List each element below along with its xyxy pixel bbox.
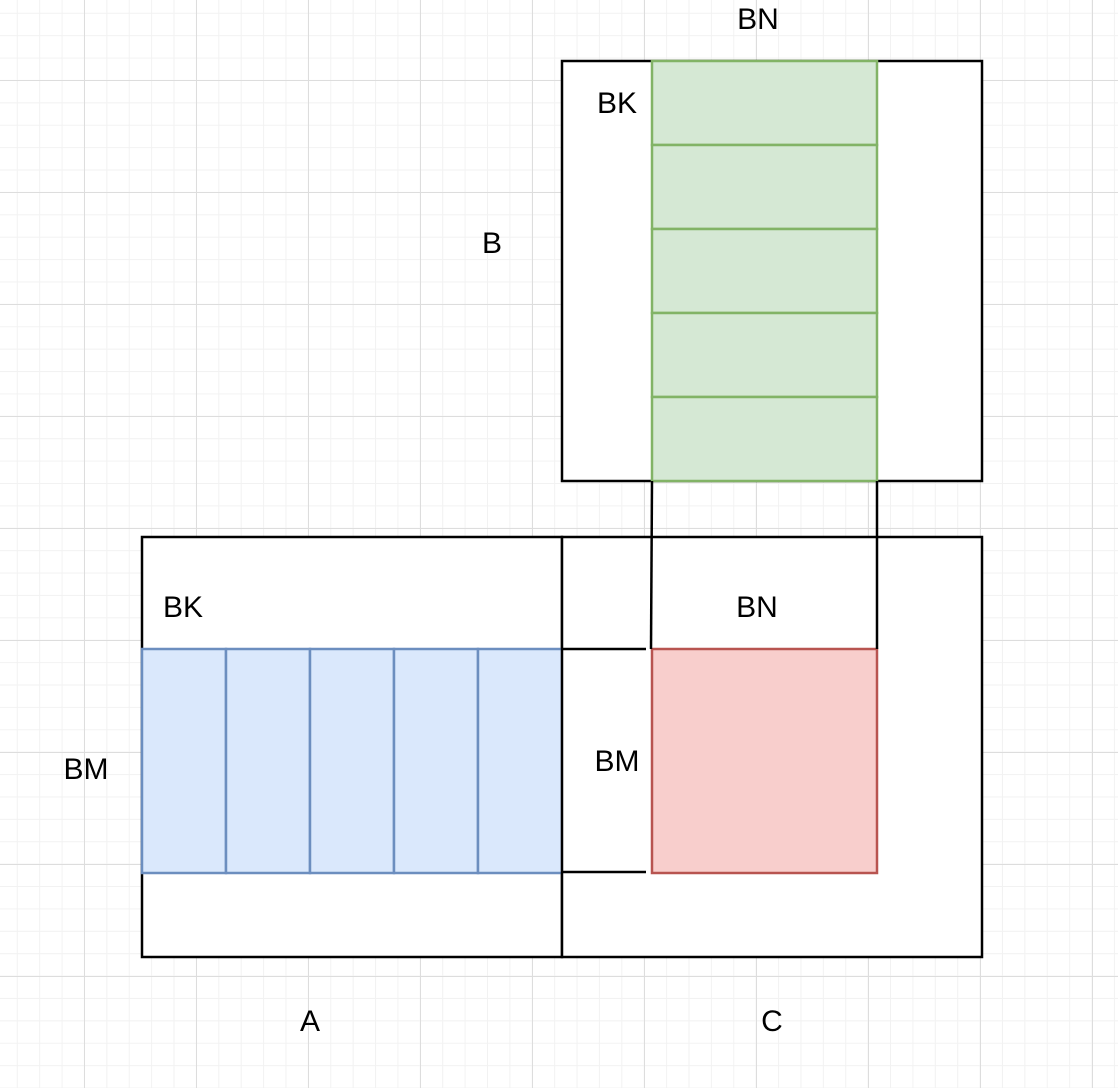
label-c-bm: BM	[594, 745, 640, 778]
label-a-bm: BM	[63, 753, 109, 786]
label-b-name: B	[481, 227, 503, 260]
label-a-bk: BK	[162, 591, 204, 624]
a-strip	[476, 647, 564, 875]
b-tile-group	[650, 59, 879, 483]
label-a-name: A	[299, 1005, 321, 1038]
b-strip	[650, 227, 879, 315]
a-strip	[308, 647, 396, 875]
a-strip	[140, 647, 228, 875]
label-b-bk: BK	[596, 87, 638, 120]
a-strip	[224, 647, 312, 875]
b-strip	[650, 395, 879, 483]
b-strip	[650, 143, 879, 231]
a-tile-group	[140, 647, 564, 875]
label-top-bn: BN	[737, 3, 779, 36]
c-result-tile	[650, 647, 879, 875]
connector-left	[649, 480, 654, 650]
a-strip	[392, 647, 480, 875]
b-strip	[650, 59, 879, 147]
label-c-bn: BN	[736, 591, 778, 624]
b-strip	[650, 311, 879, 399]
label-c-name: C	[761, 1005, 783, 1038]
